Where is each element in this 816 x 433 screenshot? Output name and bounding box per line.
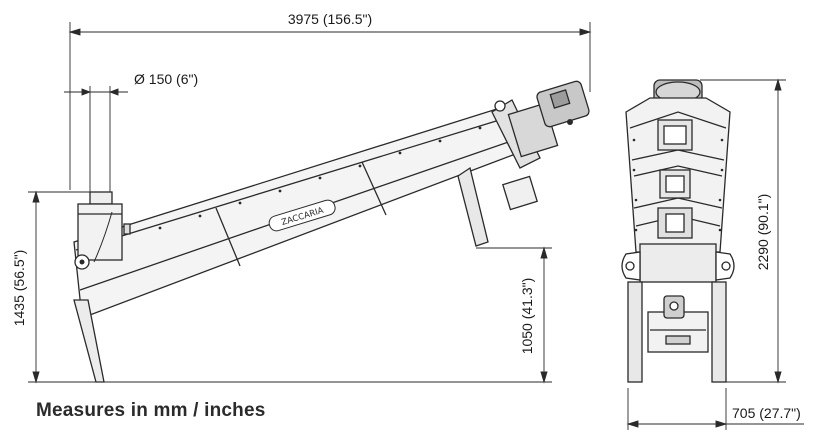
section-seam xyxy=(361,161,387,216)
side-view: ZACCARIA xyxy=(73,80,590,383)
inlet-hopper xyxy=(77,203,123,261)
front-lower-body xyxy=(639,243,717,283)
inspection-window xyxy=(657,207,693,239)
inlet-cable xyxy=(93,211,113,263)
front-leg-right xyxy=(711,281,727,383)
dimension-overall-height: 2290 (90.1") xyxy=(755,194,771,271)
dimension-discharge-height: 1050 (41.3") xyxy=(519,278,535,355)
tube-upper-edge xyxy=(75,117,507,251)
front-view xyxy=(621,79,735,383)
side-ear-left xyxy=(621,251,641,281)
inlet-neck xyxy=(89,191,113,205)
front-leg-left xyxy=(627,281,643,383)
cover-plate xyxy=(501,175,539,211)
dimension-inlet-height: 1435 (56.5") xyxy=(11,250,27,327)
dimension-overall-width: 705 (27.7") xyxy=(732,405,801,421)
front-inlet xyxy=(647,311,709,353)
support-leg xyxy=(73,299,105,383)
dimension-inlet-diameter: Ø 150 (6") xyxy=(134,71,198,87)
dimension-overall-length: 3975 (156.5") xyxy=(288,11,372,27)
units-note: Measures in mm / inches xyxy=(36,400,266,421)
discharge-chute xyxy=(457,166,489,247)
section-seam xyxy=(215,207,241,267)
dimension-lines xyxy=(28,22,804,430)
side-ear-right xyxy=(715,251,735,281)
